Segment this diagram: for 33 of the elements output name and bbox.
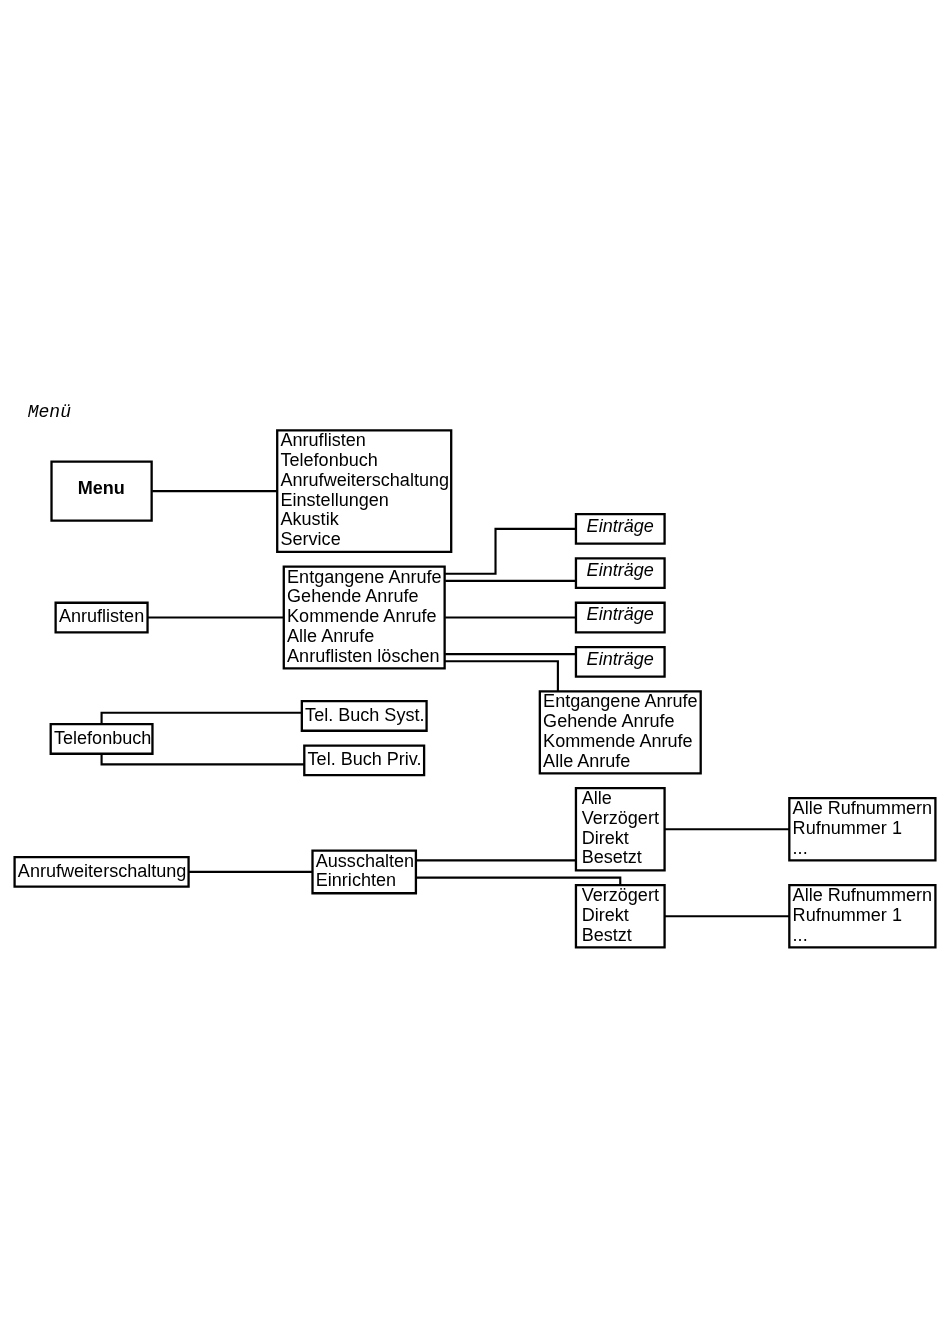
connector: [100, 753, 304, 765]
node-box: Telefonbuch: [49, 722, 154, 755]
node-box: Einträge: [574, 601, 666, 633]
node-box: Alle Rufnummern Rufnummer 1 ...: [788, 796, 937, 862]
connector: [152, 489, 277, 492]
connector: [445, 615, 576, 619]
node-box: Menu: [50, 459, 153, 522]
connector: [147, 615, 284, 619]
node-box: Einträge: [574, 645, 666, 678]
node-box: Entgangene Anrufe Gehende Anrufe Kommende Anrufe Alle Anrufe: [538, 689, 702, 775]
node-box: Ausschalten Einrichten: [311, 848, 418, 894]
connector: [416, 876, 622, 884]
node-box: Tel. Buch Syst.: [300, 699, 428, 732]
node-box: Anrufweiterschaltung: [13, 855, 190, 888]
connector: [664, 827, 790, 830]
node-box: Einträge: [574, 556, 666, 589]
connector: [664, 914, 790, 917]
connector: [189, 870, 313, 873]
connector: [445, 652, 576, 655]
connector: [100, 711, 302, 724]
diagram-title: Menü: [27, 401, 72, 422]
connector: [444, 659, 559, 691]
node-box: Alle Rufnummern Rufnummer 1 ...: [788, 883, 937, 949]
node-box: Anruflisten Telefonbuch Anrufweiterschaltung Einstellungen Akustik Service: [276, 428, 453, 553]
node-box: Tel. Buch Priv.: [303, 743, 426, 776]
connector: [445, 579, 576, 582]
node-box: Anruflisten: [54, 601, 149, 633]
connector: [445, 527, 576, 575]
node-box: Verzögert Direkt Bestzt: [574, 883, 666, 949]
node-box: Einträge: [574, 512, 666, 545]
node-box: Alle Verzögert Direkt Besetzt: [574, 786, 666, 871]
connector: [416, 858, 576, 861]
node-box: Entgangene Anrufe Gehende Anrufe Kommende Anrufe Alle Anrufe Anruflisten löschen: [282, 565, 446, 670]
